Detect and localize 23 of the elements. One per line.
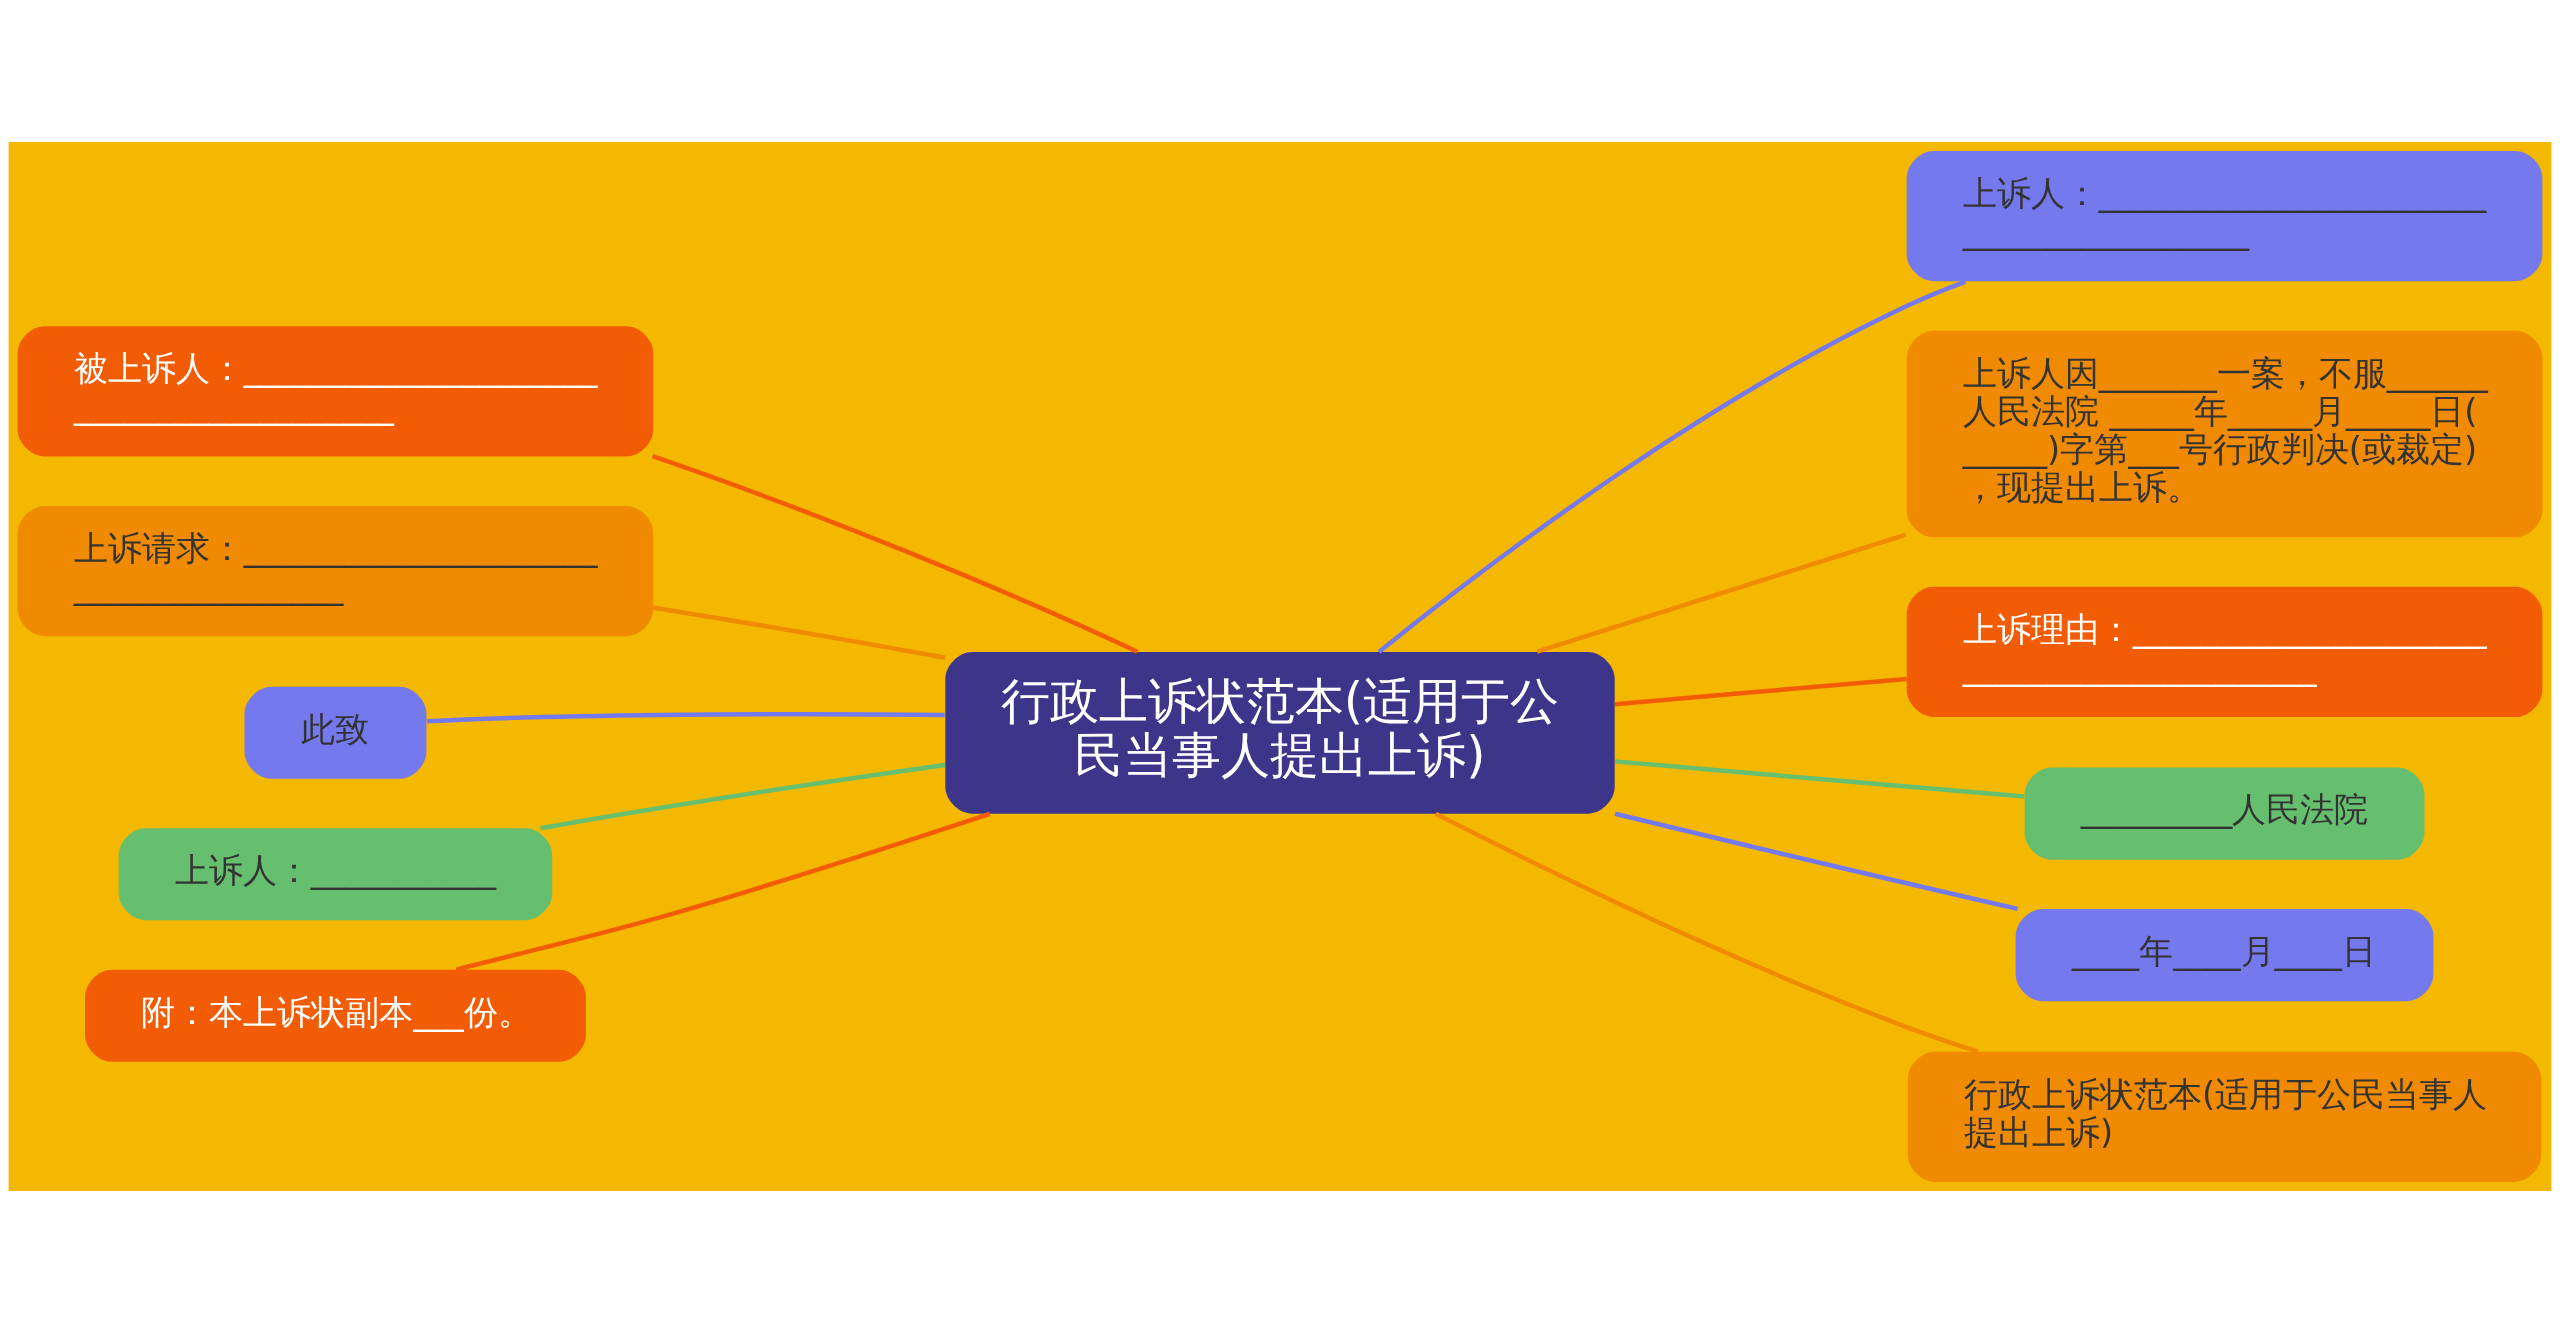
connector bbox=[1377, 278, 1967, 654]
node-box: 附：本上诉状副本___份。 bbox=[85, 969, 586, 1062]
connector bbox=[653, 605, 946, 660]
connector bbox=[651, 453, 1139, 654]
node-box: 被上诉人：________________________________________ bbox=[17, 325, 654, 456]
node-box: 此致 bbox=[244, 686, 427, 779]
connector bbox=[1614, 811, 2019, 911]
connector bbox=[426, 711, 945, 724]
node-box: 上诉人：___________ bbox=[118, 827, 553, 920]
connector bbox=[1536, 531, 1907, 654]
connector bbox=[455, 811, 991, 972]
node-box: 行政上诉状范本(适用于公民当事人提出上诉) bbox=[945, 651, 1615, 814]
node-box: 上诉请求：_____________________________________ bbox=[17, 505, 654, 636]
node-box: 上诉人：________________________________________ bbox=[1906, 150, 2543, 281]
connector bbox=[540, 762, 946, 830]
node-box: 上诉理由：__________________________________________ bbox=[1906, 586, 2543, 717]
connector bbox=[1614, 676, 1907, 706]
connector bbox=[1434, 811, 1979, 1054]
node-box: ____年____月____日 bbox=[2015, 908, 2434, 1001]
connector bbox=[1614, 758, 2025, 799]
node-box: 上诉人因_______一案，不服______人民法院 _____年_____月_____日(_____)字第___号行政判决(或裁定)，现提出上诉。 bbox=[1906, 330, 2543, 537]
node-box: _________人民法院 bbox=[2024, 767, 2425, 860]
node-box: 行政上诉状范本(适用于公民当事人提出上诉) bbox=[1907, 1051, 2542, 1182]
